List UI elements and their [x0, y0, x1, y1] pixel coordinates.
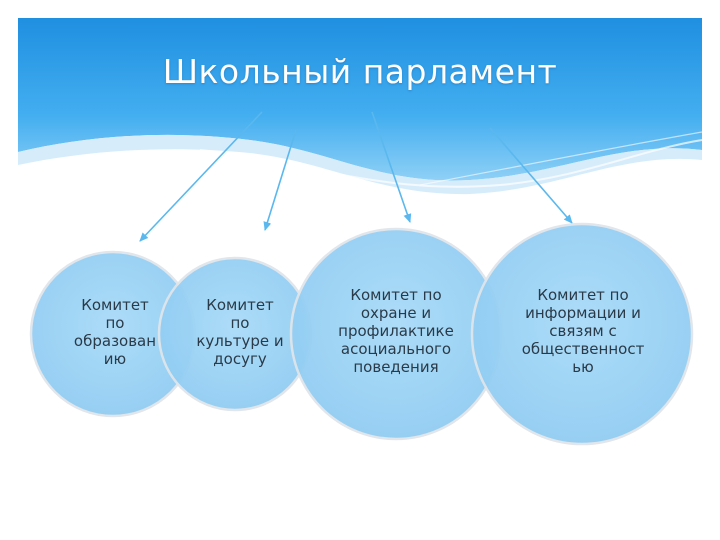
committee-label-education: Комитет по образован ию: [73, 296, 157, 368]
committee-label-public-relations: Комитет по информации и связям с обществ…: [521, 286, 645, 376]
committee-label-prevention: Комитет по охране и профилактике асоциал…: [338, 286, 454, 376]
arrow-4: [489, 127, 573, 224]
arrow-2: [263, 129, 297, 231]
header-band: [18, 18, 702, 181]
header-wave-line: [199, 139, 703, 188]
arrow-3: [371, 111, 412, 223]
header-wave-line-2: [419, 131, 703, 186]
slide-title: Школьный парламент: [162, 52, 558, 91]
header-wave-highlight: [18, 134, 702, 195]
committee-circle-4: [470, 222, 694, 446]
arrow-1: [139, 111, 263, 242]
committee-label-culture: Комитет по культуре и досугу: [196, 296, 284, 368]
